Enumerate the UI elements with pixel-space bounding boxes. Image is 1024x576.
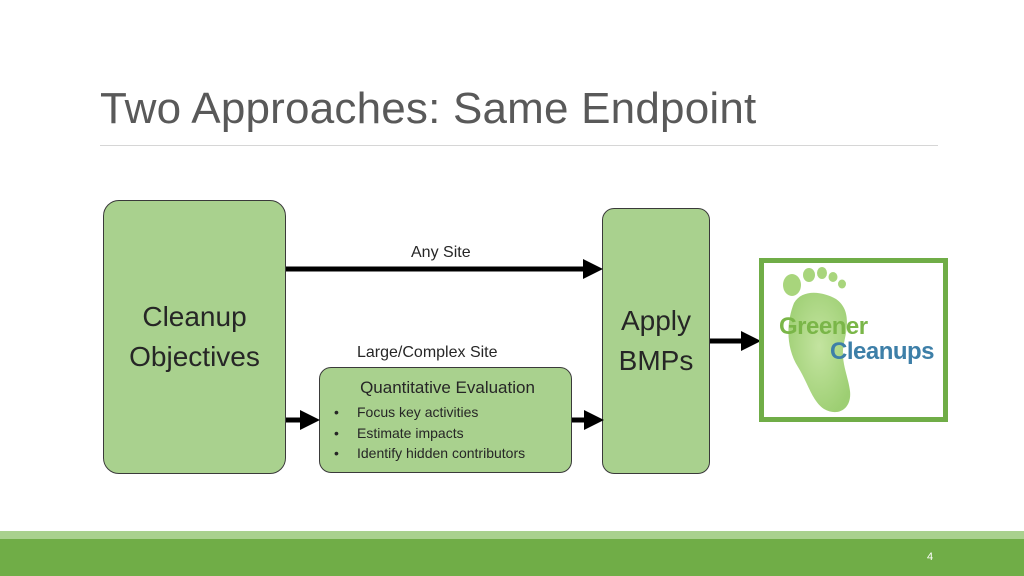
- bullet: •: [334, 404, 339, 420]
- logo-text-cleanups: Cleanups: [830, 338, 935, 365]
- evaluation-title: Quantitative Evaluation: [360, 378, 535, 397]
- footprint-icon: [783, 267, 851, 413]
- evaluation-item-text: Identify hidden contributors: [357, 445, 526, 461]
- title-divider: [100, 145, 938, 146]
- page-number: 4: [927, 551, 934, 563]
- evaluation-list: •Focus key activities •Estimate impacts …: [334, 402, 561, 464]
- objectives-line1: Cleanup: [142, 301, 247, 332]
- objectives-line2: Objectives: [129, 341, 260, 372]
- footer-stripe: [0, 539, 1024, 576]
- cleanup-objectives-box: Cleanup Objectives: [103, 200, 286, 474]
- evaluation-item-text: Focus key activities: [357, 404, 479, 420]
- any-site-label: Any Site: [411, 244, 471, 261]
- evaluation-item-text: Estimate impacts: [357, 424, 464, 441]
- large-complex-site-label: Large/Complex Site: [357, 344, 498, 361]
- slide-title: Two Approaches: Same Endpoint: [100, 84, 757, 133]
- bmps-line1: Apply: [620, 305, 692, 336]
- footer-stripe-light: [0, 531, 1024, 539]
- bmps-line2: BMPs: [618, 345, 694, 376]
- greener-cleanups-logo: Greener Cleanups: [759, 258, 948, 422]
- evaluation-item: • Estimate impacts: [334, 423, 561, 444]
- quantitative-evaluation-box: Quantitative Evaluation • Focus key activ…: [319, 367, 572, 473]
- evaluation-item: • Focus key activities: [334, 402, 561, 423]
- logo-text-greener: Greener: [779, 313, 868, 340]
- bullet: •: [334, 445, 339, 461]
- apply-bmps-box: Apply BMPs: [602, 208, 710, 474]
- bullet: •: [334, 424, 339, 441]
- evaluation-item: • Identify hidden contributors: [334, 443, 561, 464]
